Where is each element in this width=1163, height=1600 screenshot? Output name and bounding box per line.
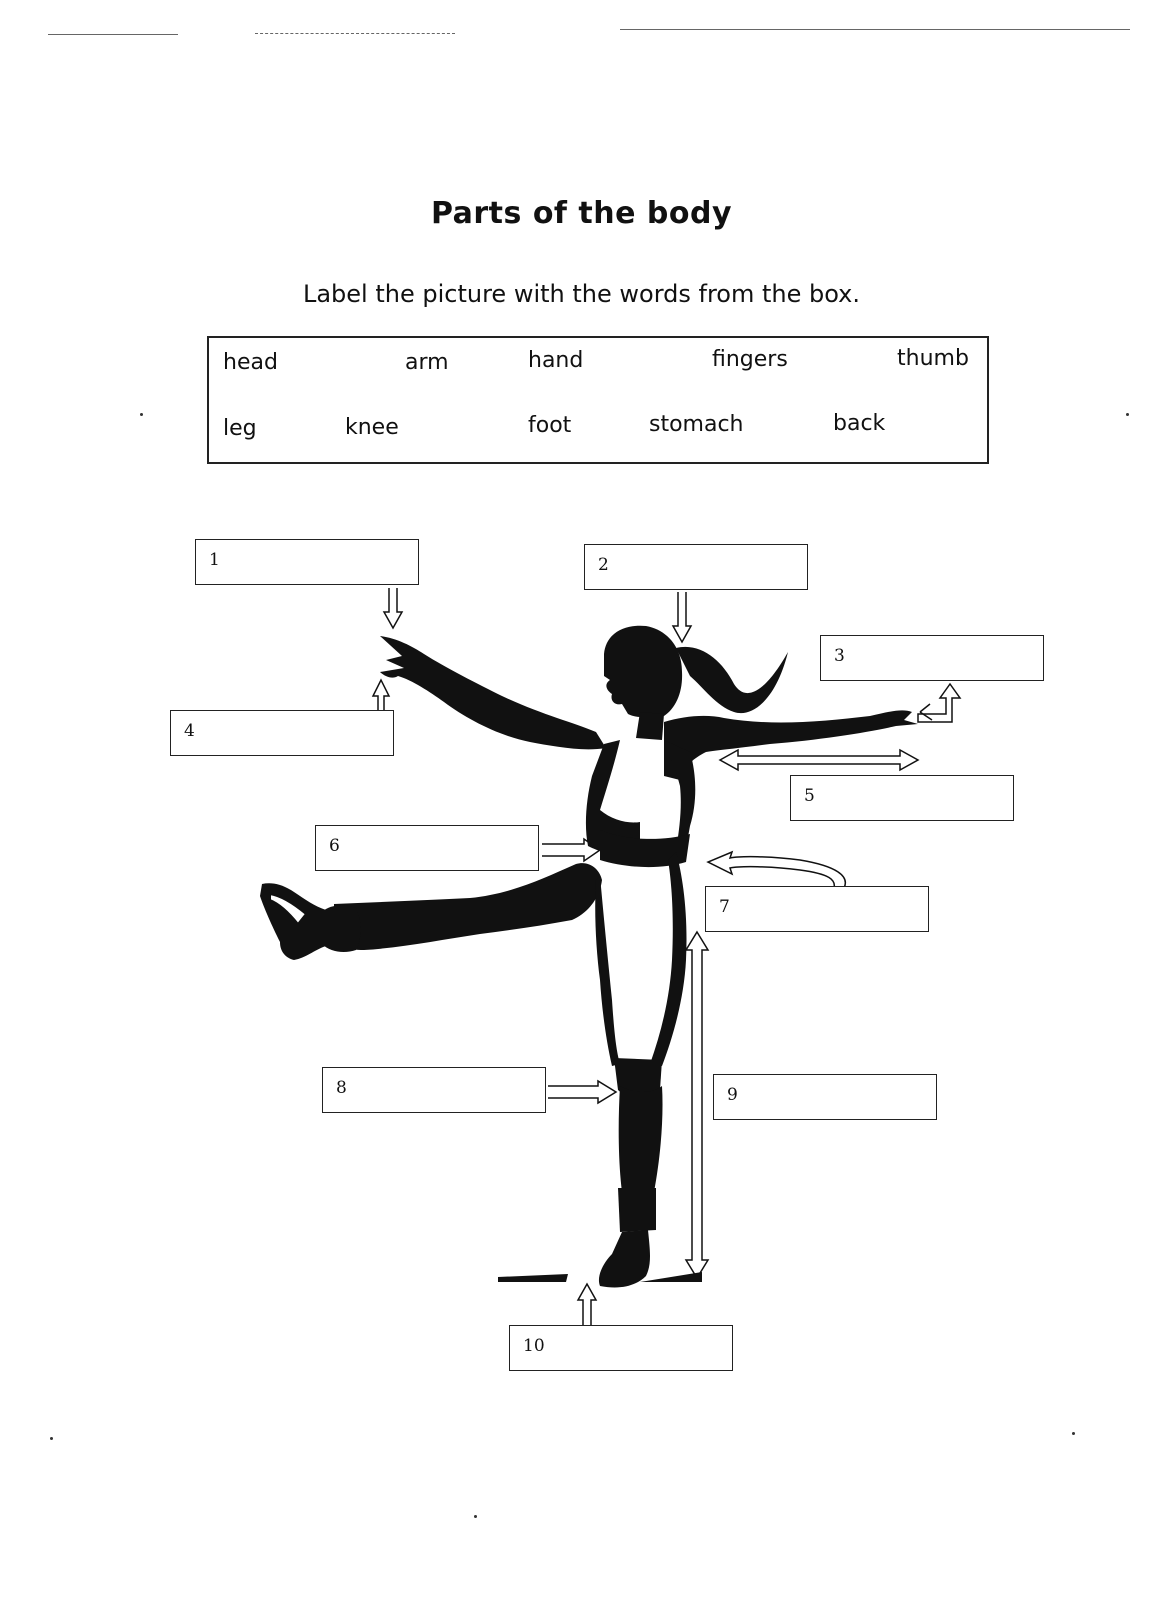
word-hand: hand [528, 348, 584, 373]
scan-speck [50, 1437, 53, 1440]
knee-shape [614, 1058, 662, 1098]
arrow-9 [684, 930, 710, 1280]
word-knee: knee [345, 415, 399, 440]
top-rule-left [48, 34, 178, 35]
label-number-3: 3 [834, 646, 845, 666]
top-rule-right [620, 29, 1130, 30]
word-back: back [833, 411, 886, 436]
floor-right-shape [640, 1272, 702, 1282]
arrow-4 [371, 678, 391, 712]
label-box-1[interactable]: 1 [195, 539, 419, 585]
word-fingers: fingers [712, 347, 788, 372]
label-box-2[interactable]: 2 [584, 544, 808, 590]
right-arm-shape [664, 710, 918, 780]
arrow-8 [548, 1079, 618, 1105]
word-leg: leg [223, 416, 257, 441]
word-foot: foot [528, 413, 572, 438]
arrow-10 [576, 1282, 598, 1328]
label-box-8[interactable]: 8 [322, 1067, 546, 1113]
shin-shape [618, 1086, 663, 1192]
label-number-10: 10 [523, 1336, 545, 1356]
page-title: Parts of the body [430, 196, 733, 231]
torso-right-shape [664, 740, 696, 850]
arrow-3-tip [919, 703, 933, 721]
ponytail-shape [676, 646, 788, 714]
arrow-7 [706, 850, 847, 889]
instruction-text: Label the picture with the words from th… [302, 280, 861, 308]
arrow-3 [917, 682, 962, 723]
label-number-5: 5 [804, 786, 815, 806]
raised-leg-shape [334, 863, 602, 950]
floor-left-shape [498, 1274, 568, 1282]
stomach-band-shape [600, 830, 690, 868]
top-rule-middle [255, 33, 455, 34]
scan-speck [474, 1515, 477, 1518]
label-box-3[interactable]: 3 [820, 635, 1044, 681]
arrow-1 [382, 588, 404, 630]
word-arm: arm [405, 350, 449, 375]
word-thumb: thumb [897, 346, 969, 371]
label-number-9: 9 [727, 1085, 738, 1105]
scan-speck [1072, 1432, 1075, 1435]
word-head: head [223, 350, 278, 375]
arrow-2 [671, 592, 693, 644]
arrow-5 [718, 748, 920, 772]
label-box-4[interactable]: 4 [170, 710, 394, 756]
arrow-6 [542, 837, 602, 863]
label-number-6: 6 [329, 836, 340, 856]
standing-thigh-right-shape [650, 852, 687, 1066]
left-arm-shape [380, 636, 606, 750]
label-box-10[interactable]: 10 [509, 1325, 733, 1371]
label-box-6[interactable]: 6 [315, 825, 539, 871]
label-number-1: 1 [209, 550, 220, 570]
word-box: head arm hand fingers thumb leg knee foo… [207, 336, 989, 464]
head-shape [604, 625, 683, 717]
label-number-8: 8 [336, 1078, 347, 1098]
standing-thigh-left-shape [595, 876, 620, 1066]
raised-foot-highlight [269, 892, 308, 926]
torso-left-shape [585, 740, 640, 857]
word-stomach: stomach [649, 412, 744, 437]
scan-speck [1126, 413, 1129, 416]
label-number-7: 7 [719, 897, 730, 917]
label-box-9[interactable]: 9 [713, 1074, 937, 1120]
neck-shape [636, 712, 664, 740]
standing-ankle-shape [618, 1188, 656, 1232]
label-box-5[interactable]: 5 [790, 775, 1014, 821]
raised-ankle-shape [319, 905, 361, 952]
label-number-2: 2 [598, 555, 609, 575]
label-box-7[interactable]: 7 [705, 886, 929, 932]
standing-foot-shape [598, 1230, 650, 1288]
label-number-4: 4 [184, 721, 195, 741]
scan-speck [140, 413, 143, 416]
